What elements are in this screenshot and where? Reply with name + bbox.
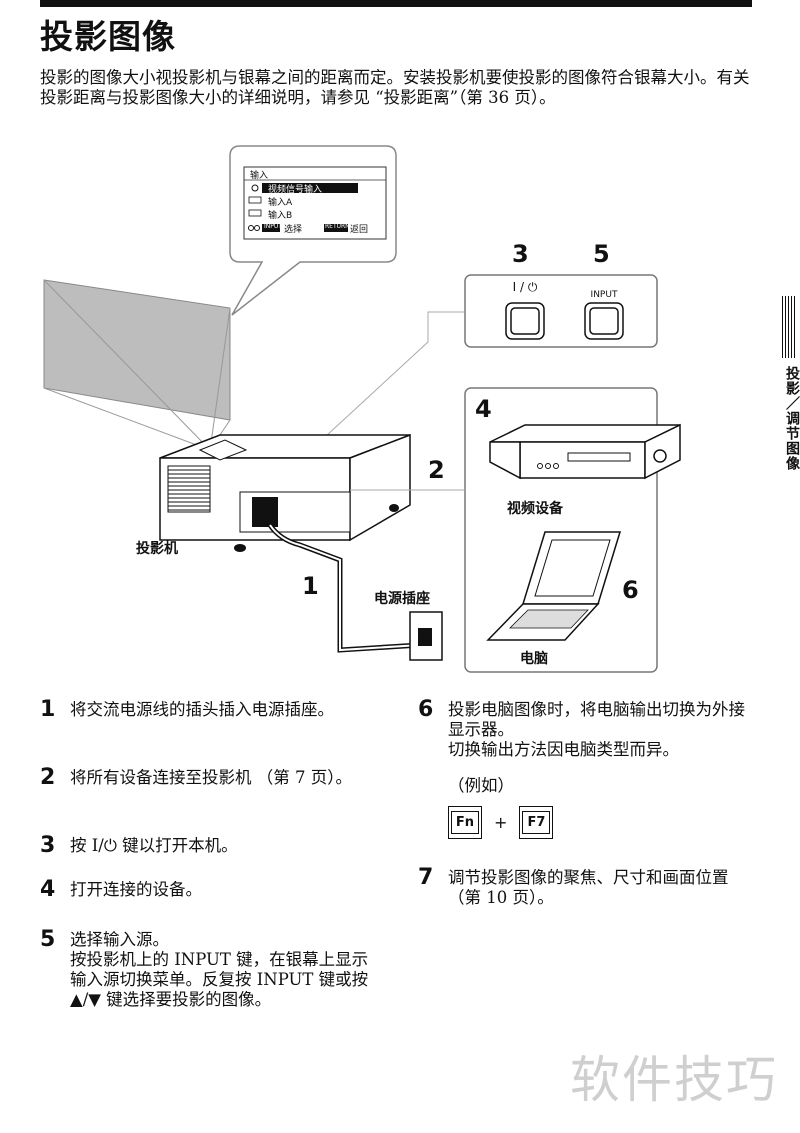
computer-label: 电脑 — [520, 651, 548, 667]
step-text: 按 I/⏻ 键以打开本机。 — [70, 836, 238, 855]
step-text: 投影电脑图像时，将电脑输出切换为外接显示器。 — [448, 700, 745, 739]
callout-6: 6 — [622, 576, 639, 604]
osd-input-key-icon — [262, 224, 280, 232]
step-detail: 按投影机上的 INPUT 键，在银幕上显示输入源切换菜单。反复按 INPUT 键… — [70, 950, 369, 1009]
step-text: 调节投影图像的聚焦、尺寸和画面位置 （第 10 页）。 — [448, 868, 729, 907]
page-title: 投影图像 — [40, 17, 176, 56]
callout-1: 1 — [302, 572, 319, 600]
video-dot-icon — [545, 463, 551, 469]
step-1: 1 将交流电源线的插头插入电源插座。 — [40, 697, 380, 722]
callout-4: 4 — [475, 395, 492, 423]
video-knob-icon — [653, 449, 667, 463]
outlet-label: 电源插座 — [374, 591, 430, 607]
step-number: 4 — [40, 877, 56, 902]
video-device-label: 视频设备 — [507, 501, 563, 517]
fn-key-label: Fn — [451, 811, 479, 834]
step-6: 6 投影电脑图像时，将电脑输出切换为外接显示器。 切换输出方法因电脑类型而异。 … — [418, 697, 758, 839]
power-button-inner — [510, 307, 540, 335]
step-text: 打开连接的设备。 — [70, 880, 202, 899]
step-number: 6 — [418, 697, 434, 722]
step-text: 将交流电源线的插头插入电源插座。 — [70, 700, 334, 719]
osd-select-label: 选择 — [284, 225, 303, 235]
osd-arrow-icon — [248, 225, 254, 231]
power-cord-inner — [269, 524, 421, 652]
osd-menu-title: 输入 — [250, 171, 269, 181]
osd-input-b-icon — [248, 209, 262, 217]
video-dot-icon — [553, 463, 559, 469]
button-panel — [464, 274, 658, 348]
callout-2: 2 — [428, 456, 445, 484]
outlet-plug — [418, 628, 432, 646]
side-tab-label: 投影／调节图像 — [784, 366, 800, 471]
step-detail: 切换输出方法因电脑类型而异。 — [448, 740, 679, 759]
input-button-inner — [589, 307, 619, 335]
key-combo: Fn + F7 — [448, 806, 758, 839]
video-slot — [567, 452, 631, 462]
step-number: 5 — [40, 927, 56, 952]
laptop-display — [534, 539, 611, 597]
projector-lens — [198, 439, 248, 461]
f7-key: F7 — [519, 806, 554, 839]
fn-key: Fn — [448, 806, 482, 839]
step-text: 将所有设备连接至投影机 （第 7 页）。 — [70, 768, 352, 787]
example-label: （例如） — [448, 776, 514, 795]
step-number: 2 — [40, 765, 56, 790]
projector-foot — [234, 544, 246, 552]
video-deck-side — [489, 441, 521, 480]
osd-return-key-label: RETURN — [325, 223, 350, 230]
osd-arrow-icon — [254, 225, 260, 231]
step-7: 7 调节投影图像的聚焦、尺寸和画面位置 （第 10 页）。 — [418, 865, 758, 908]
step-3: 3 按 I/⏻ 键以打开本机。 — [40, 833, 380, 858]
projector-label: 投影机 — [136, 541, 178, 557]
power-symbol-label: I / ⏻ — [512, 280, 538, 294]
step-2: 2 将所有设备连接至投影机 （第 7 页）。 — [40, 765, 380, 790]
projector-foot — [389, 504, 399, 512]
osd-return-key-icon — [324, 224, 348, 232]
step-5: 5 选择输入源。 按投影机上的 INPUT 键，在银幕上显示输入源切换菜单。反复… — [40, 927, 380, 1010]
step-number: 7 — [418, 865, 434, 890]
osd-radio-icon — [251, 184, 259, 192]
osd-menu-item: 视频信号输入 — [268, 185, 323, 195]
step-number: 1 — [40, 697, 56, 722]
video-dot-icon — [537, 463, 543, 469]
side-tab-marker — [782, 296, 795, 358]
projector-grill — [167, 465, 211, 513]
osd-input-a-icon — [248, 196, 262, 204]
osd-input-key-label: INPUT — [264, 223, 282, 230]
beam-line — [43, 279, 211, 451]
beam-line — [209, 307, 231, 451]
osd-menu-highlight — [262, 183, 358, 193]
osd-menu-item: 输入B — [268, 211, 293, 221]
laptop-keyboard — [509, 609, 589, 629]
input-button-label: INPUT — [590, 290, 618, 300]
side-tab: 投影／调节图像 — [782, 296, 800, 471]
osd-return-label: 返回 — [350, 225, 369, 235]
power-inlet — [252, 497, 278, 527]
callout-3: 3 — [512, 240, 529, 268]
plus-sign: + — [494, 813, 508, 832]
osd-menu-item: 输入A — [268, 198, 293, 208]
projection-screen — [43, 279, 231, 421]
intro-paragraph: 投影的图像大小视投影机与银幕之间的距离而定。安装投影机要使投影的图像符合银幕大小… — [40, 68, 750, 107]
panel-leader-line — [299, 311, 465, 461]
step-number: 3 — [40, 833, 56, 858]
f7-key-label: F7 — [522, 811, 551, 834]
step-text: 选择输入源。 — [70, 930, 169, 949]
beam-line — [43, 387, 211, 451]
top-rule — [40, 0, 752, 7]
step-4: 4 打开连接的设备。 — [40, 877, 380, 902]
setup-diagram — [43, 145, 681, 673]
watermark: 软件技巧 — [570, 1051, 778, 1109]
callout-5: 5 — [593, 240, 610, 268]
